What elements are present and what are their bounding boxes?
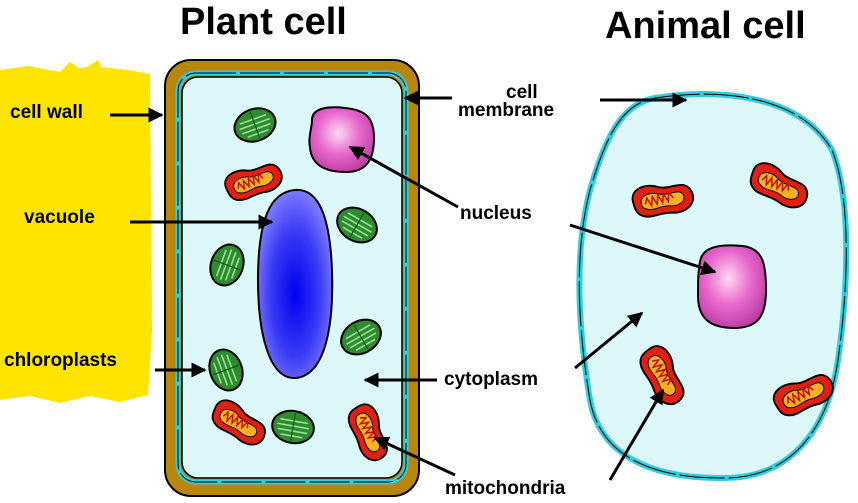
plant-cell (164, 59, 420, 497)
label-cell-membrane-line1: cell (506, 82, 538, 103)
label-vacuole: vacuole (24, 207, 95, 228)
label-cytoplasm: cytoplasm (444, 369, 538, 390)
pointer-arrows (110, 90, 717, 481)
label-mitochondria: mitochondria (445, 478, 566, 499)
animal-cell-title: Animal cell (605, 5, 806, 47)
arrow-mitochondria-plant (373, 436, 456, 477)
plant-cell-title: Plant cell (180, 1, 347, 43)
animal-nucleus (696, 244, 768, 330)
arrow-nucleus-plant (348, 145, 459, 209)
plant-nucleus (308, 106, 376, 174)
vacuole-shape (256, 188, 334, 380)
label-cell-membrane-line2: membrane (458, 100, 554, 121)
arrow-nucleus-animal (569, 223, 717, 275)
animal-cell-membrane (578, 93, 847, 479)
label-nucleus: nucleus (460, 203, 532, 224)
label-cell-wall: cell wall (10, 102, 83, 123)
arrow-mitochondria-animal (608, 388, 665, 481)
animal-cell (576, 91, 850, 482)
arrow-cytoplasm-animal (574, 311, 644, 370)
label-chloroplasts: chloroplasts (4, 350, 117, 371)
yellow-highlight (0, 60, 152, 403)
